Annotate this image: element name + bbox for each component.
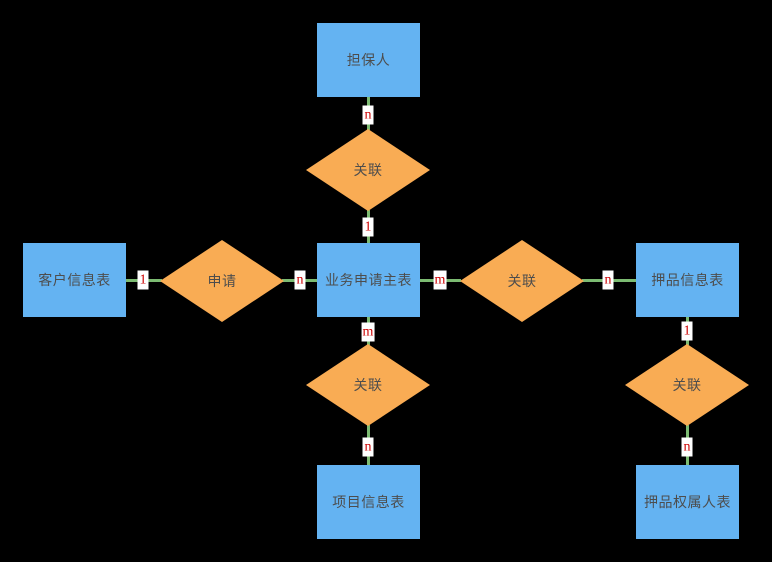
relationship-top[interactable]: 关联 (306, 129, 430, 211)
relationship-owner-label: 关联 (672, 377, 702, 393)
relationship-top-label: 关联 (353, 162, 383, 178)
entity-main[interactable]: 业务申请主表 (317, 243, 420, 317)
entity-project-label: 项目信息表 (332, 494, 405, 510)
cardinality-collateral-1[interactable]: 1 (681, 321, 693, 341)
entity-guarantor[interactable]: 担保人 (317, 23, 420, 97)
cardinality-main-m[interactable]: m (433, 270, 447, 290)
entity-project[interactable]: 项目信息表 (317, 465, 420, 539)
cardinality-apply-n[interactable]: n (294, 270, 306, 290)
cardinality-bottom-m[interactable]: m (361, 322, 375, 342)
relationship-bottom[interactable]: 关联 (306, 344, 430, 426)
entity-customer-label: 客户信息表 (38, 272, 111, 288)
entity-owner[interactable]: 押品权属人表 (636, 465, 739, 539)
cardinality-customer-1[interactable]: 1 (137, 270, 149, 290)
relationship-right-label: 关联 (507, 273, 537, 289)
cardinality-bottom-n[interactable]: n (362, 437, 374, 457)
entity-collateral[interactable]: 押品信息表 (636, 243, 739, 317)
cardinality-top-1[interactable]: 1 (362, 217, 374, 237)
relationship-owner[interactable]: 关联 (625, 344, 749, 426)
entity-main-label: 业务申请主表 (325, 272, 412, 288)
relationship-bottom-label: 关联 (353, 377, 383, 393)
entity-owner-label: 押品权属人表 (644, 494, 731, 510)
cardinality-guarantor-n[interactable]: n (362, 105, 374, 125)
cardinality-owner-n[interactable]: n (681, 437, 693, 457)
cardinality-right-n[interactable]: n (602, 270, 614, 290)
relationship-apply-label: 申请 (207, 273, 237, 289)
entity-customer[interactable]: 客户信息表 (23, 243, 126, 317)
entity-guarantor-label: 担保人 (346, 52, 391, 68)
relationship-apply[interactable]: 申请 (160, 240, 284, 322)
relationship-right[interactable]: 关联 (460, 240, 584, 322)
entity-collateral-label: 押品信息表 (651, 272, 724, 288)
